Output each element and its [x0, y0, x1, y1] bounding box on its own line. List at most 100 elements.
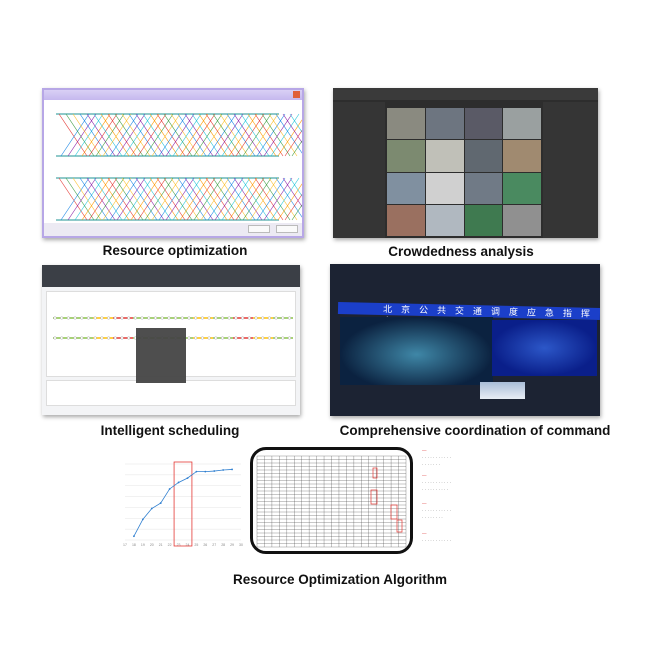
camera-feed[interactable]: [503, 108, 541, 140]
train-path: [186, 113, 216, 157]
bus-stop: [53, 336, 57, 340]
camera-feed[interactable]: [503, 204, 541, 236]
train-path: [207, 113, 237, 157]
camera-feed[interactable]: [387, 108, 425, 140]
train-path: [191, 113, 221, 157]
bus-stop: [227, 336, 231, 340]
close-icon[interactable]: [293, 91, 300, 98]
camera-feed[interactable]: [387, 140, 425, 172]
camera-feed[interactable]: [387, 204, 425, 236]
train-path: [284, 193, 302, 221]
camera-feed[interactable]: [464, 172, 503, 204]
save-button[interactable]: [248, 225, 270, 233]
train-path: [249, 177, 279, 221]
train-path: [130, 177, 160, 221]
data-point: [168, 488, 171, 490]
train-path: [261, 113, 291, 157]
camera-feed[interactable]: [464, 108, 503, 140]
train-path: [149, 113, 179, 157]
camera-feed[interactable]: [425, 108, 464, 140]
train-path: [212, 177, 242, 221]
train-path: [221, 177, 251, 221]
train-path: [81, 177, 111, 221]
train-path: [284, 129, 302, 157]
cancel-button[interactable]: [276, 225, 298, 233]
train-path: [170, 113, 200, 157]
camera-feed[interactable]: [425, 204, 464, 236]
train-path: [242, 113, 272, 157]
bus-stop: [194, 336, 198, 340]
bus-stop: [180, 316, 184, 320]
train-path: [172, 113, 202, 157]
bus-stop: [247, 316, 251, 320]
x-tick-label: 24: [186, 543, 190, 547]
train-path: [107, 177, 137, 221]
bus-stop: [187, 316, 191, 320]
camera-feed[interactable]: [503, 172, 541, 204]
bus-stop: [214, 336, 218, 340]
train-path: [235, 177, 265, 221]
bus-stop: [274, 336, 278, 340]
bus-stop: [267, 316, 271, 320]
data-point: [150, 507, 153, 510]
train-path: [263, 177, 293, 221]
x-tick-label: 30: [239, 543, 243, 547]
train-path: [102, 113, 132, 157]
camera-feed[interactable]: [387, 172, 425, 204]
camera-feed[interactable]: [425, 140, 464, 172]
train-path: [137, 177, 167, 221]
bus-stop: [207, 336, 211, 340]
x-tick-label: 29: [230, 543, 234, 547]
annotation-4: —· · · · · · · · · · ·: [422, 531, 451, 543]
train-path: [221, 113, 251, 157]
camera-feed[interactable]: [464, 204, 503, 236]
bus-stop: [281, 336, 285, 340]
camera-feed[interactable]: [425, 172, 464, 204]
bus-stop: [93, 336, 97, 340]
train-path: [156, 113, 186, 157]
route-card-lower: [46, 380, 296, 406]
train-path: [93, 113, 123, 157]
train-path: [247, 113, 277, 157]
train-path: [128, 113, 158, 157]
highlight-box: [370, 489, 378, 505]
train-path: [275, 113, 302, 154]
train-path: [226, 177, 256, 221]
data-point: [213, 470, 216, 472]
bus-stop: [73, 316, 77, 320]
train-path: [277, 183, 302, 221]
bus-stop: [100, 336, 104, 340]
train-path: [135, 113, 165, 157]
annotation-1: —· · · · · · · · · · ·· · · · · · ·: [422, 448, 451, 467]
caption-resource-optimization: Resource optimization: [102, 243, 248, 258]
train-path: [67, 177, 97, 221]
camera-feed[interactable]: [503, 140, 541, 172]
train-path: [102, 177, 132, 221]
x-tick-label: 26: [203, 543, 207, 547]
train-path: [144, 177, 174, 221]
data-point: [177, 481, 180, 484]
train-path: [240, 177, 270, 221]
map-screen-right: [492, 320, 597, 376]
train-path: [151, 113, 181, 157]
train-path: [256, 177, 286, 221]
bus-stop: [227, 316, 231, 320]
bus-stop: [167, 316, 171, 320]
train-path: [149, 177, 179, 221]
window-footer: [44, 223, 302, 236]
train-path: [151, 177, 181, 221]
data-point: [141, 518, 144, 521]
train-path: [79, 113, 109, 157]
train-path: [121, 177, 151, 221]
train-path: [95, 177, 125, 221]
train-path: [254, 113, 284, 157]
bus-stop: [66, 336, 70, 340]
bus-stop: [100, 316, 104, 320]
train-path: [93, 177, 123, 221]
train-path: [200, 177, 230, 221]
train-path: [74, 113, 104, 157]
train-path: [282, 177, 302, 208]
camera-feed[interactable]: [464, 140, 503, 172]
train-path: [114, 113, 144, 157]
